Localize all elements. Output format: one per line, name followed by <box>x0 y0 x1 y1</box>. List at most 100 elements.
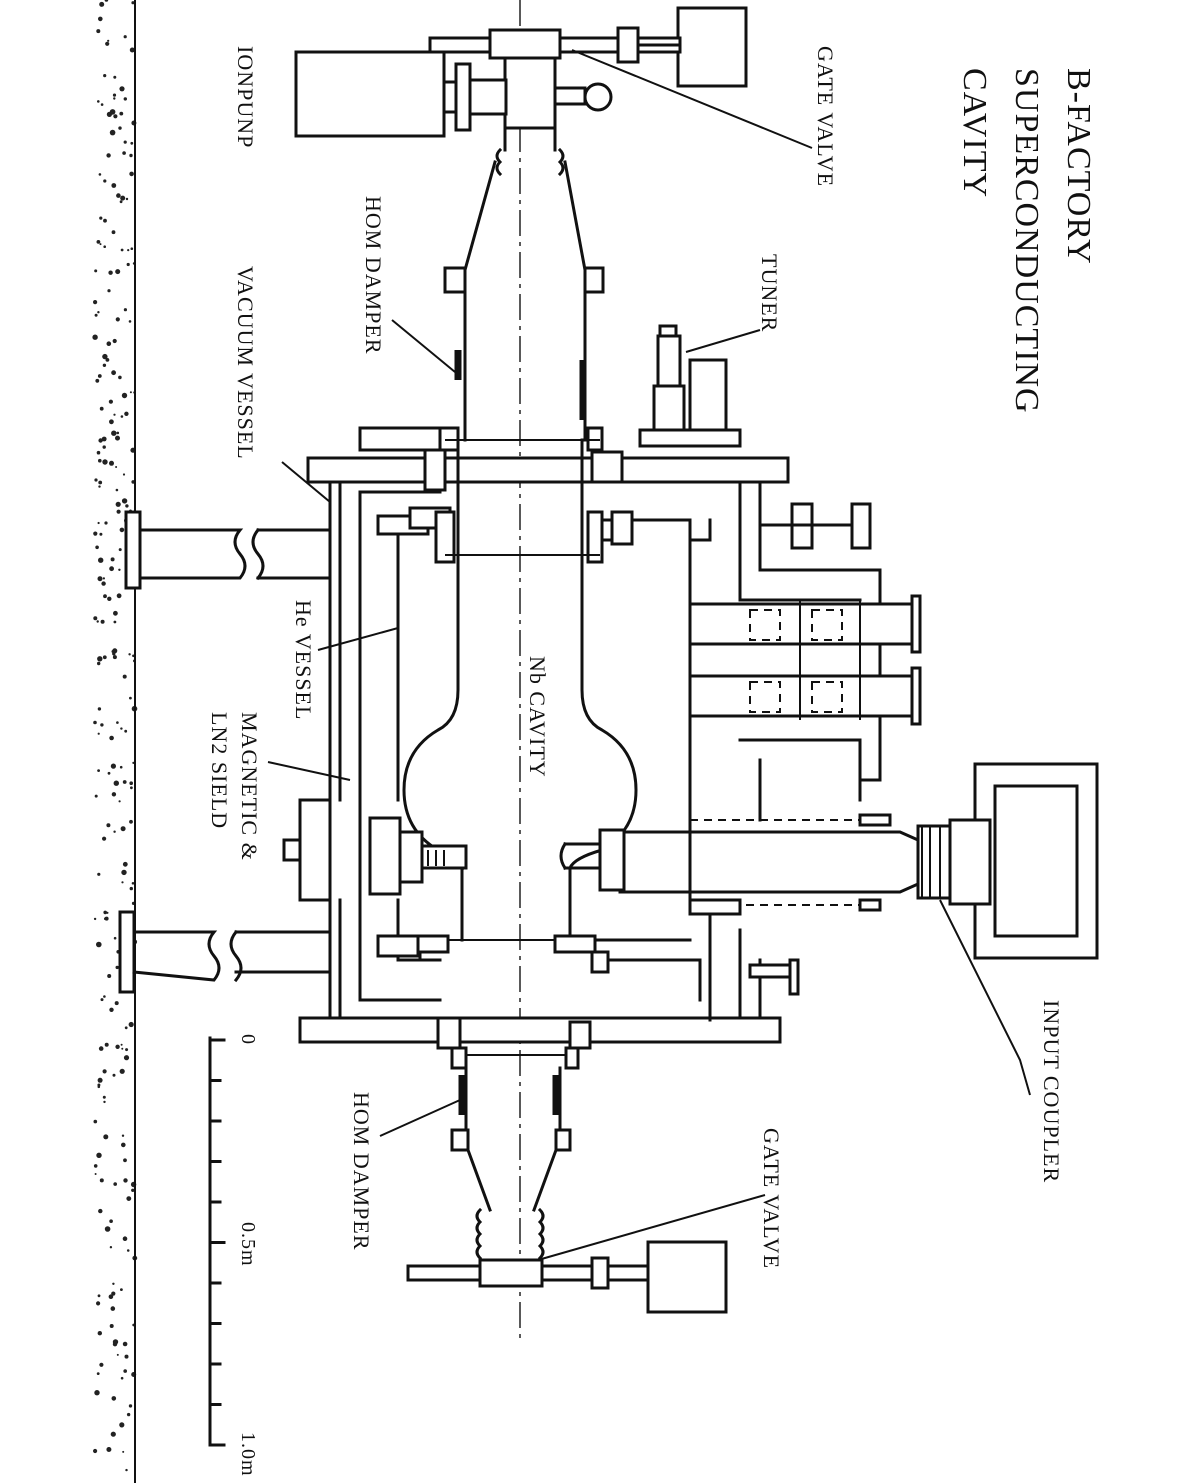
texture-dot <box>98 557 104 563</box>
texture-dot <box>94 794 98 798</box>
texture-dot <box>121 1134 125 1137</box>
gate-valve-top-leader <box>571 49 813 149</box>
texture-dot <box>129 153 133 158</box>
texture-dot <box>128 1404 133 1408</box>
texture-dot <box>118 548 122 552</box>
texture-dot <box>105 358 110 362</box>
texture-dot <box>102 655 107 660</box>
texture-dot <box>103 179 107 183</box>
ion-pump <box>294 50 508 138</box>
texture-dot <box>129 696 132 700</box>
texture-dot <box>110 1306 116 1311</box>
top-beam-taper <box>443 126 605 442</box>
texture-dot <box>115 488 119 492</box>
texture-dot <box>123 35 127 39</box>
texture-dot <box>97 100 100 103</box>
texture-dot <box>102 1095 106 1099</box>
scale-tick-label-0.5m: 0.5m <box>237 1222 259 1267</box>
texture-dot <box>104 521 108 525</box>
texture-dot <box>131 1188 135 1193</box>
upper-support-post <box>138 528 247 580</box>
scale-bar <box>208 1036 226 1447</box>
texture-dot <box>122 1450 125 1453</box>
texture-dot <box>94 1390 100 1396</box>
texture-dot <box>128 653 131 656</box>
top-cavity-flanges <box>358 426 624 564</box>
texture-dot <box>119 527 125 533</box>
texture-dot <box>93 1119 98 1124</box>
texture-dot <box>115 435 120 441</box>
texture-dot <box>106 153 111 158</box>
texture-dot <box>104 917 107 920</box>
texture-dot <box>130 141 134 145</box>
texture-dot <box>97 521 100 525</box>
texture-dot <box>93 531 98 536</box>
texture-dot <box>122 473 126 476</box>
hom-damper-top-label: HOM DAMPER <box>361 196 386 355</box>
texture-dot <box>115 269 121 275</box>
tuner-label: TUNER <box>757 254 782 332</box>
input-coupler-window <box>916 824 952 900</box>
gate-valve-bottom-label: GATE VALVE <box>759 1128 784 1269</box>
texture-dot <box>111 792 117 797</box>
texture-dot <box>102 836 107 841</box>
texture-dot <box>129 391 132 394</box>
texture-dot <box>97 656 103 662</box>
texture-dot <box>111 1396 117 1401</box>
texture-dot <box>95 545 99 550</box>
texture-dot <box>113 780 120 786</box>
texture-dot <box>115 501 121 507</box>
input-coupler-label: INPUT COUPLER <box>1039 1000 1064 1183</box>
texture-dot <box>109 1324 114 1328</box>
texture-dot <box>125 504 129 508</box>
texture-dot <box>98 16 103 22</box>
texture-dot <box>99 532 103 536</box>
texture-dot <box>124 1354 129 1359</box>
texture-dot <box>123 1178 128 1183</box>
texture-dot <box>108 270 113 275</box>
texture-dot <box>118 375 122 380</box>
texture-dot <box>94 1173 97 1175</box>
texture-dot <box>119 1422 125 1428</box>
texture-dot <box>103 594 107 599</box>
texture-dot <box>115 965 119 970</box>
texture-dot <box>113 75 117 79</box>
top-gate-valve-rod-collar <box>616 26 640 64</box>
texture-dot <box>116 721 119 724</box>
texture-dot <box>116 193 121 198</box>
texture-dot <box>116 509 121 514</box>
texture-dot <box>112 1339 119 1345</box>
gate-valve-top-label: GATE VALVE <box>813 46 838 187</box>
texture-dot <box>109 1246 113 1249</box>
texture-dot <box>103 74 107 78</box>
texture-dot <box>96 240 101 244</box>
vacuum-vessel <box>282 456 882 1044</box>
texture-dot <box>120 1288 123 1291</box>
texture-dot <box>115 317 120 322</box>
vacuum-vessel-leader <box>281 461 331 503</box>
texture-dot <box>121 881 124 884</box>
vacuum-vessel-label: VACUUM VESSEL <box>233 266 258 460</box>
texture-dot <box>119 1068 125 1074</box>
texture-dot <box>102 445 106 449</box>
texture-dot <box>97 576 103 582</box>
texture-dot <box>93 1448 98 1454</box>
texture-dot <box>121 869 127 876</box>
texture-dot <box>97 732 100 735</box>
texture-dot <box>103 910 107 915</box>
texture-dot <box>93 720 97 725</box>
texture-dot <box>112 652 116 656</box>
top-gate-valve-body <box>488 28 562 60</box>
texture-dot <box>120 248 124 252</box>
texture-dot <box>122 861 128 867</box>
texture-dot <box>101 436 107 442</box>
coupler-ports <box>688 502 922 822</box>
texture-dot <box>109 460 114 466</box>
bottom-beam-taper <box>450 1066 572 1261</box>
texture-dot <box>97 769 100 772</box>
texture-dot <box>124 411 129 416</box>
magnetic-shield-label-line-1: MAGNETIC & <box>237 712 262 861</box>
texture-dot <box>101 581 106 586</box>
texture-dot <box>130 247 134 250</box>
